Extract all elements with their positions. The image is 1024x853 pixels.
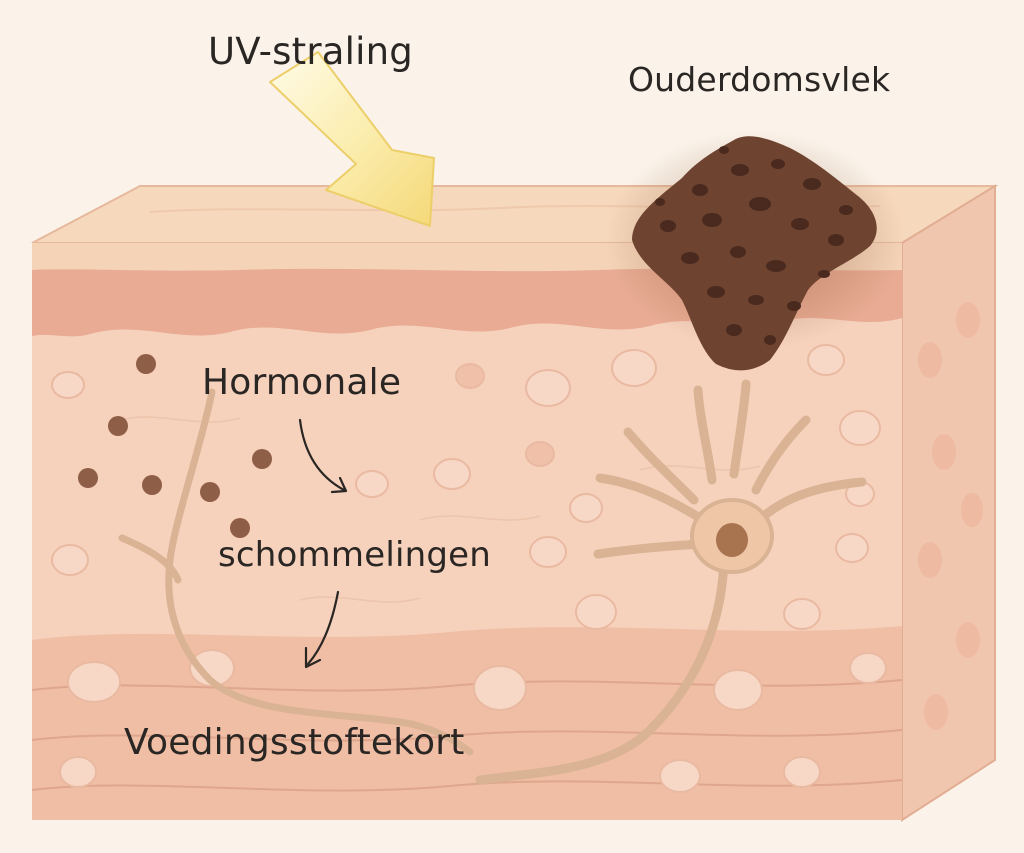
flow-arrows [298,418,348,669]
side-cells [918,302,983,730]
pigment-granules [78,354,272,538]
age-spot [632,136,877,371]
nerve-fiber-left [118,388,474,756]
age-spot-pores [655,146,853,345]
melanocyte [475,379,867,785]
fluctuations-label: schommelingen [218,535,492,575]
uv-ray-arrow-icon [269,51,435,227]
dermis-cells [51,344,887,793]
hormonal-label: Hormonale [202,362,402,403]
melanocyte-nucleus [716,523,748,557]
nutrient-deficiency-label: Voedingsstoftekort [124,722,465,763]
uv-label: UV-straling [208,30,413,73]
age-spot-label: Ouderdomsvlek [628,60,891,99]
